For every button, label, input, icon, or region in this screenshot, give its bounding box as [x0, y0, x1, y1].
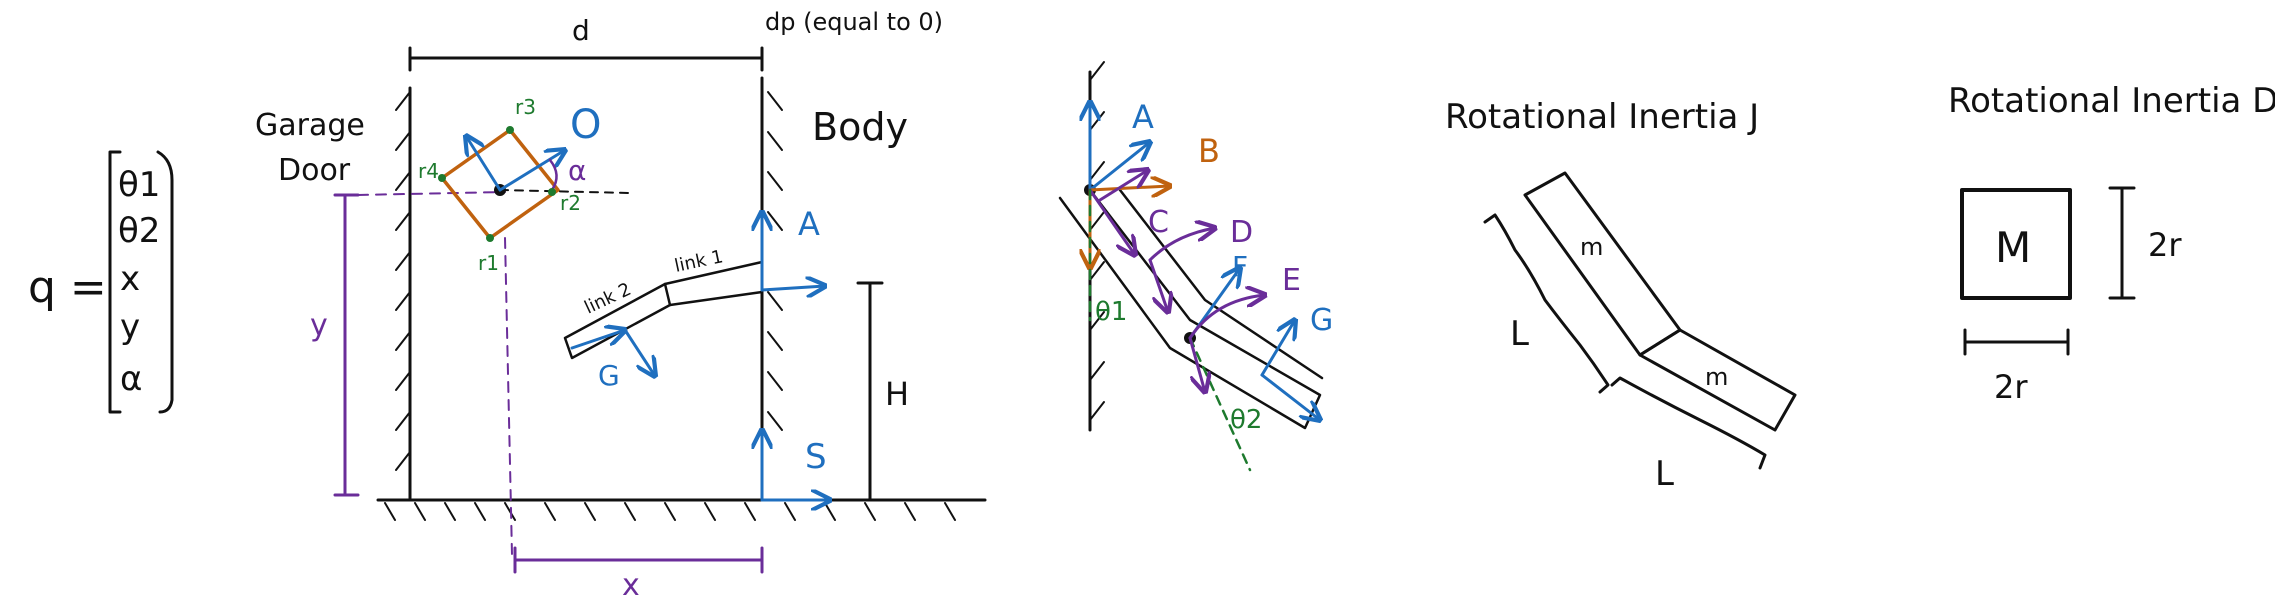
scene: d dp (equal to 0) Garage Door Body y x O… [255, 8, 987, 603]
robot-dashed-heading [499, 189, 631, 194]
inertia-d-vertical-label: 2r [2148, 226, 2182, 264]
g-axis-scene-2 [623, 328, 655, 376]
o-frame-axis-2 [498, 150, 565, 192]
r4-point [438, 174, 446, 182]
d-axis-2 [1148, 258, 1168, 312]
o-frame-axis-1 [466, 136, 502, 192]
inertia-d-horizontal-dimension [1963, 328, 2070, 356]
inertia-j-l2-label: L [1655, 454, 1674, 494]
inertia-j-link-2 [1638, 328, 1797, 432]
inertia-j-l2-dimension [1610, 376, 1767, 470]
g-axis-frames-1 [1260, 320, 1295, 377]
q-left-bracket [108, 150, 122, 414]
inertia-d-mass: M [1995, 223, 2031, 272]
x-label: x [622, 568, 640, 603]
inertia-d-vertical-dimension [2108, 186, 2136, 300]
o-label: O [570, 102, 601, 148]
q-vector: q = θ1 θ2 x y α [28, 150, 174, 414]
y-dimension-line [333, 193, 360, 497]
d-dimension-line [408, 46, 764, 72]
inertia-d-horizontal-label: 2r [1994, 368, 2028, 406]
ground-hatching [384, 502, 956, 521]
alpha-arc [548, 158, 558, 192]
y-label: y [310, 308, 328, 343]
inertia-j-title: Rotational Inertia J [1445, 97, 1759, 137]
r3-label: r3 [515, 95, 536, 119]
f-label: F [1232, 250, 1248, 283]
dp-label: dp (equal to 0) [765, 8, 943, 36]
q-right-bracket [156, 150, 174, 414]
q-entry-x: x [120, 259, 140, 299]
link-1 [663, 260, 764, 307]
a-axis-diag [1088, 142, 1150, 192]
g-label-frames: G [1310, 303, 1333, 338]
r2-point [548, 188, 556, 196]
inertia-j-l1-dimension [1483, 213, 1610, 394]
door-label: Door [278, 153, 351, 188]
inertia-d-section: Rotational Inertia D M 2r 2r [1948, 81, 2275, 406]
inertia-d-title: Rotational Inertia D [1948, 81, 2275, 121]
r1-point [486, 234, 494, 242]
inertia-j-m1: m [1580, 233, 1603, 261]
g-axis-frames-2 [1260, 373, 1320, 420]
frames-links-inner [1118, 188, 1324, 380]
link-2-label: link 2 [581, 279, 634, 319]
c-label: C [1148, 205, 1169, 240]
inertia-j-l1-label: L [1510, 314, 1529, 354]
garage-wall-hatching [395, 91, 411, 471]
inertia-j-link-1 [1523, 171, 1682, 357]
q-entry-theta2: θ2 [118, 211, 160, 251]
q-entry-theta1: θ1 [118, 165, 160, 205]
h-dimension-line [856, 281, 884, 502]
r3-point [506, 126, 514, 134]
q-entry-y: y [120, 307, 140, 347]
inertia-d-square [1960, 188, 2072, 300]
frames-wall-hatching [1089, 61, 1105, 421]
g-axis-scene-1 [570, 330, 625, 350]
alpha-label: α [568, 154, 586, 187]
theta2-reference-line [1188, 336, 1252, 472]
h-label: H [885, 375, 909, 413]
q-entry-alpha: α [120, 359, 142, 399]
r4-label: r4 [418, 159, 439, 183]
s-label: S [805, 437, 827, 477]
y-dashed-reference [357, 191, 506, 196]
r2-label: r2 [560, 191, 581, 215]
e-axis [1188, 295, 1265, 340]
frames-detail: A B C D F E G θ1 θ2 [1058, 61, 1333, 472]
a-frame-axis-right [760, 286, 825, 290]
body-label: Body [812, 105, 908, 149]
q-equals-label: q = [28, 262, 107, 313]
c-axis-2 [1098, 170, 1148, 202]
d-label-frames: D [1230, 215, 1253, 250]
a-label-scene: A [798, 205, 820, 243]
theta2-arrow [1188, 336, 1205, 392]
theta1-label: θ1 [1095, 297, 1127, 327]
a-label-frames: A [1132, 98, 1154, 136]
body-wall-hatching [767, 91, 783, 431]
theta2-label: θ2 [1230, 405, 1262, 435]
d-label: d [572, 14, 590, 47]
d-axis-1 [1148, 228, 1215, 262]
inertia-j-m2: m [1705, 363, 1728, 391]
x-dimension-line [513, 546, 764, 574]
b-label: B [1198, 132, 1220, 170]
robot-square [440, 128, 560, 240]
c-axis-1 [1088, 188, 1135, 255]
b-axis-right [1088, 186, 1170, 190]
garage-label: Garage [255, 108, 365, 143]
r1-label: r1 [478, 251, 499, 275]
inertia-j-section: Rotational Inertia J m m L L [1445, 97, 1797, 494]
e-label: E [1282, 263, 1301, 298]
g-label-scene: G [598, 359, 620, 392]
